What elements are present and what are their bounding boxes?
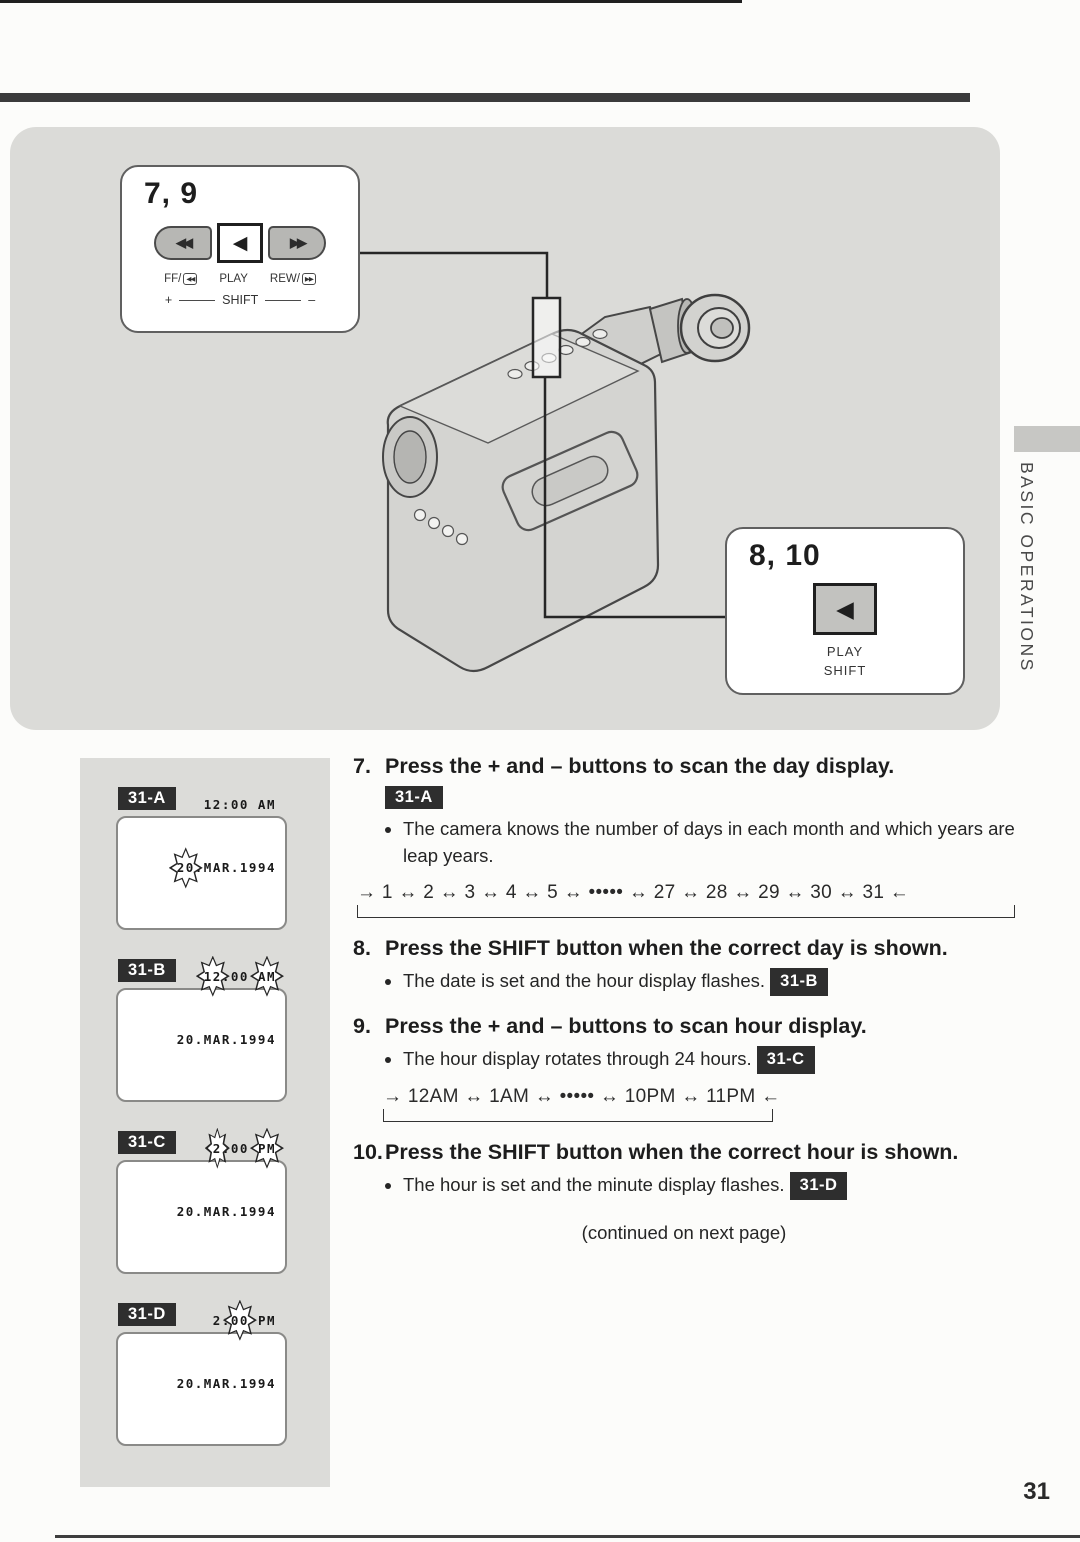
step-number: 8. [353, 935, 371, 960]
step-number: 10. [353, 1139, 383, 1164]
step-bullet: The camera knows the number of days in e… [403, 816, 1015, 870]
rew-icon: ▶▶ [290, 235, 307, 250]
page-number: 31 [1023, 1478, 1050, 1505]
lcd-display-31a: 12:00 AM 20.MAR.1994 [116, 797, 287, 930]
play-shift-button: ◀ [813, 583, 877, 635]
section-label: BASIC OPERATIONS [1017, 462, 1037, 673]
lcd-readout: 12:00 AM 20.MAR.1994 [177, 923, 276, 1093]
section-tab [1014, 426, 1080, 452]
hour-sequence: → 12AM ↔ 1AM ↔ ••••• ↔ 10PM ↔ 11PM ← [383, 1085, 781, 1107]
display-time: 12:00 AM [177, 966, 276, 987]
display-date: 20.MAR.1994 [176, 1032, 276, 1048]
sequence-loop-line [357, 904, 1015, 918]
lcd-readout: 2:00 PM 20.MAR.1994 [177, 1095, 276, 1265]
ref-badge-31a: 31-A [385, 786, 443, 810]
rew-button-label: REW/▶▶ [270, 273, 316, 285]
display-example-31b: 31-B 12:00 AM 20.MAR.1994 [80, 959, 330, 1102]
flashing-hour: 2 [213, 1138, 222, 1159]
step-bullet: The hour display rotates through 24 hour… [403, 1045, 1015, 1074]
step-title: Press the + and – buttons to scan the da… [385, 754, 895, 778]
ref-badge-31c: 31-C [756, 1045, 815, 1074]
display-badge-31a: 31-A [118, 787, 176, 810]
lcd-display-31d: 2:00 PM 20.MAR.1994 [116, 1313, 287, 1446]
shift-label: SHIFT [823, 663, 867, 678]
play-button: ◀ [217, 223, 263, 263]
lcd-display-31c: 2:00 PM 20.MAR.1994 [116, 1141, 287, 1274]
display-badge-31b: 31-B [118, 959, 176, 982]
step-9: 9. Press the + and – buttons to scan hou… [353, 1012, 1015, 1122]
ff-icon: ◀◀ [176, 235, 193, 250]
flashing-ampm: PM [258, 1138, 276, 1159]
flashing-ampm: AM [258, 966, 276, 987]
sequence-loop-line [383, 1108, 773, 1122]
rew-mini-icon: ▶▶ [301, 273, 316, 285]
play-triangle-icon: ◀ [232, 232, 248, 254]
ff-button-label: FF/◀◀ [164, 273, 198, 285]
step-bullet: The hour is set and the minute display f… [403, 1171, 1015, 1200]
minus-label: – [308, 293, 316, 307]
page-top-edge [0, 0, 742, 3]
plus-label: + [164, 293, 173, 307]
ff-mini-icon: ◀◀ [183, 273, 198, 285]
rew-button: ▶▶ [268, 226, 326, 260]
shift-line-right [265, 299, 302, 301]
step-title: Press the SHIFT button when the correct … [385, 1139, 959, 1164]
display-example-31d: 31-D 2:00 PM 20.MAR.1994 [80, 1303, 330, 1446]
step-title: Press the + and – buttons to scan hour d… [385, 1013, 867, 1038]
page-bottom-edge [55, 1535, 1080, 1538]
lcd-display-31b: 12:00 AM 20.MAR.1994 [116, 969, 287, 1102]
step-7: 7. Press the + and – buttons to scan the… [353, 752, 1015, 918]
display-time: 2:00 PM [177, 1310, 276, 1331]
figure-box: 7, 9 ◀◀ ◀ ▶▶ FF/◀◀ PLAY REW/▶▶ + SHIFT –… [10, 127, 1000, 730]
callout-8-10-label: 8, 10 [749, 539, 821, 572]
step-8: 8. Press the SHIFT button when the corre… [353, 934, 1015, 996]
step-10: 10. Press the SHIFT button when the corr… [353, 1138, 1015, 1200]
display-time: 12:00 AM [203, 796, 276, 812]
shift-label: SHIFT [222, 293, 259, 307]
play-triangle-icon: ◀ [836, 595, 854, 622]
ff-button: ◀◀ [154, 226, 212, 260]
play-label: PLAY [826, 644, 864, 659]
display-date: 20.MAR.1994 [176, 1204, 276, 1220]
lcd-readout: 12:00 AM 20.MAR.1994 [177, 751, 276, 921]
lcd-readout: 2:00 PM 20.MAR.1994 [177, 1267, 276, 1437]
display-date: 20.MAR.1994 [177, 857, 276, 878]
callout-7-9: 7, 9 ◀◀ ◀ ▶▶ FF/◀◀ PLAY REW/▶▶ + SHIFT – [120, 165, 360, 333]
step-title: Press the SHIFT button when the correct … [385, 935, 948, 960]
day-sequence-diagram: → 1 ↔ 2 ↔ 3 ↔ 4 ↔ 5 ↔ ••••• ↔ 27 ↔ 28 ↔ … [357, 882, 1015, 918]
continued-note: (continued on next page) [581, 1221, 787, 1243]
play-button-label: PLAY [219, 273, 248, 285]
hour-sequence-diagram: → 12AM ↔ 1AM ↔ ••••• ↔ 10PM ↔ 11PM ← [383, 1085, 781, 1122]
callout-8-10: 8, 10 ◀ PLAY SHIFT [725, 527, 965, 695]
ref-badge-31b: 31-B [770, 967, 828, 996]
camcorder-illustration [360, 251, 751, 673]
display-example-31c: 31-C 2:00 PM 20.MAR.1994 [80, 1131, 330, 1274]
flashing-hour: 12 [204, 966, 222, 987]
day-sequence: → 1 ↔ 2 ↔ 3 ↔ 4 ↔ 5 ↔ ••••• ↔ 27 ↔ 28 ↔ … [357, 881, 910, 903]
instructions-column: 7. Press the + and – buttons to scan the… [353, 752, 1015, 1244]
display-examples-panel: 31-A 12:00 AM 20.MAR.1994 31-B 12:00 AM … [80, 758, 330, 1487]
flashing-minute: 00 [231, 1310, 249, 1331]
display-date: 20.MAR.1994 [176, 1376, 276, 1392]
display-badge-31d: 31-D [118, 1303, 176, 1326]
step-number: 7. [353, 754, 371, 778]
display-time: 2:00 PM [177, 1138, 276, 1159]
display-badge-31c: 31-C [118, 1131, 176, 1154]
header-rule [0, 93, 970, 102]
shift-line-left [179, 299, 216, 301]
callout-7-9-label: 7, 9 [144, 177, 199, 210]
ref-badge-31d: 31-D [789, 1171, 848, 1200]
step-bullet: The date is set and the hour display fla… [403, 967, 1015, 996]
flashing-day: 20 [177, 857, 195, 878]
display-example-31a: 31-A 12:00 AM 20.MAR.1994 [80, 787, 330, 930]
step-number: 9. [353, 1013, 371, 1038]
